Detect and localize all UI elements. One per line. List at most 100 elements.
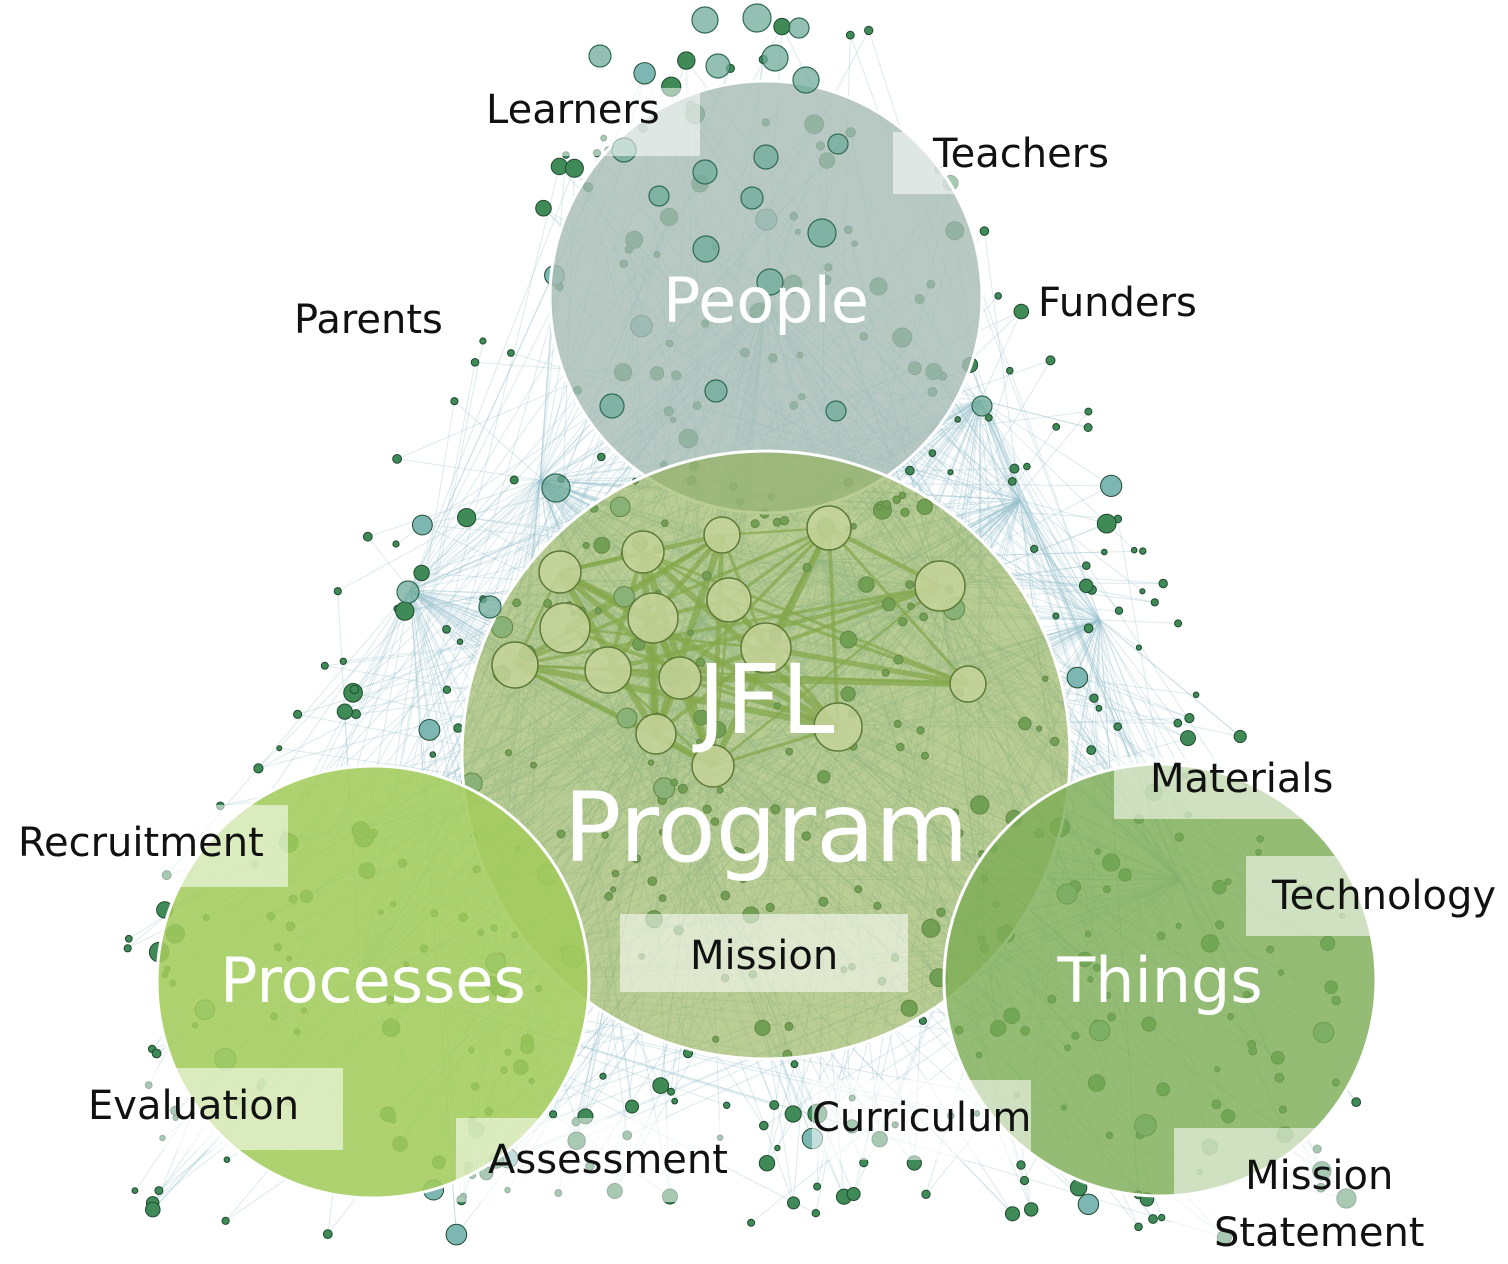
network-node: [723, 1101, 731, 1110]
network-node: [333, 587, 342, 596]
network-edge: [979, 399, 1089, 428]
network-node: [145, 1201, 161, 1218]
network-edge: [1090, 619, 1101, 751]
network-node: [1192, 691, 1200, 699]
network-node: [747, 1218, 756, 1227]
network-node: [276, 745, 283, 752]
network-node: [1139, 547, 1147, 555]
network-node: [846, 1187, 861, 1201]
network-node: [1173, 718, 1183, 728]
network-hub-node: [706, 577, 752, 623]
network-node: [151, 1048, 162, 1059]
network-node-teal: [825, 400, 847, 422]
network-node: [769, 1100, 780, 1111]
network-node: [154, 1186, 164, 1196]
label-mission: Mission: [620, 914, 909, 992]
network-node: [1101, 548, 1108, 556]
network-node: [457, 507, 477, 528]
network-node-teal: [648, 185, 670, 207]
network-edge: [1019, 499, 1107, 525]
network-node: [564, 158, 584, 178]
network-node: [253, 763, 264, 774]
network-node: [339, 657, 347, 665]
network-node-teal: [588, 44, 612, 68]
label-recruitment: Recruitment: [18, 805, 288, 887]
network-node-teal: [792, 66, 820, 94]
network-node-teal: [692, 235, 720, 263]
network-node: [1084, 407, 1093, 416]
label-mission-statement-line2: Statement: [1214, 1209, 1425, 1256]
label-materials: Materials: [1114, 757, 1334, 819]
network-node: [1130, 546, 1138, 554]
network-node: [1077, 1193, 1100, 1216]
network-hub-node: [621, 530, 665, 574]
network-node: [1100, 474, 1123, 497]
network-hub-node: [806, 505, 852, 551]
network-node: [652, 1077, 670, 1094]
network-edge: [979, 399, 1112, 487]
network-node: [1233, 729, 1247, 744]
network-node: [1052, 423, 1061, 431]
network-edge: [1011, 481, 1101, 621]
program-bubble: [460, 449, 1072, 1061]
network-node: [131, 1187, 139, 1194]
cluster-bubbles: [155, 79, 1378, 1200]
network-node: [322, 1229, 333, 1239]
network-node: [1045, 355, 1056, 366]
network-node: [479, 337, 487, 345]
network-node: [774, 1144, 781, 1152]
network-node: [954, 416, 962, 423]
network-node: [784, 1105, 802, 1123]
network-node: [223, 1156, 231, 1163]
label-evaluation: Evaluation: [88, 1068, 344, 1150]
network-node: [1096, 513, 1117, 534]
label-mission-statement: Mission Statement: [1174, 1128, 1425, 1262]
network-node-teal: [705, 53, 731, 79]
network-node-teal: [761, 44, 789, 72]
network-hub-node: [627, 592, 679, 644]
network-edge: [1099, 619, 1241, 737]
network-node-teal: [753, 144, 779, 170]
network-node: [759, 1120, 769, 1131]
network-node: [392, 454, 403, 464]
network-edge: [367, 479, 541, 538]
network-node: [667, 1087, 675, 1096]
network-node: [221, 1216, 230, 1225]
network-node: [349, 684, 360, 695]
network-edge: [979, 399, 1035, 550]
network-node: [413, 564, 430, 582]
people-title: People: [663, 264, 869, 337]
network-hub-node: [584, 646, 632, 694]
network-node: [445, 1223, 468, 1246]
network-node: [1113, 722, 1122, 731]
network-node: [773, 17, 791, 36]
program-title-line2: Program: [563, 772, 969, 884]
network-node: [507, 349, 515, 357]
network-node: [994, 292, 1003, 300]
network-node: [1004, 1206, 1021, 1222]
network-node: [442, 685, 452, 694]
network-node: [1351, 1097, 1362, 1107]
network-hub-node: [813, 702, 863, 752]
network-node: [336, 703, 353, 720]
foreground-nodes: [396, 3, 993, 788]
network-node: [412, 514, 433, 536]
label-funders: Funders: [1038, 280, 1197, 326]
network-node-teal: [691, 6, 719, 34]
network-node: [535, 199, 552, 217]
network-node: [1158, 578, 1168, 589]
network-node-teal: [599, 393, 625, 419]
network-node: [811, 1209, 820, 1218]
network-node: [787, 1196, 800, 1210]
network-hub-node: [691, 744, 735, 788]
network-node: [845, 30, 855, 40]
network-node: [918, 1016, 928, 1026]
network-edge: [979, 399, 1119, 727]
network-node: [1139, 588, 1146, 595]
network-node: [549, 1110, 558, 1119]
network-edge: [421, 479, 541, 574]
network-hub-node: [949, 665, 987, 703]
network-edge: [367, 536, 411, 591]
label-learners: Learners: [486, 88, 700, 156]
